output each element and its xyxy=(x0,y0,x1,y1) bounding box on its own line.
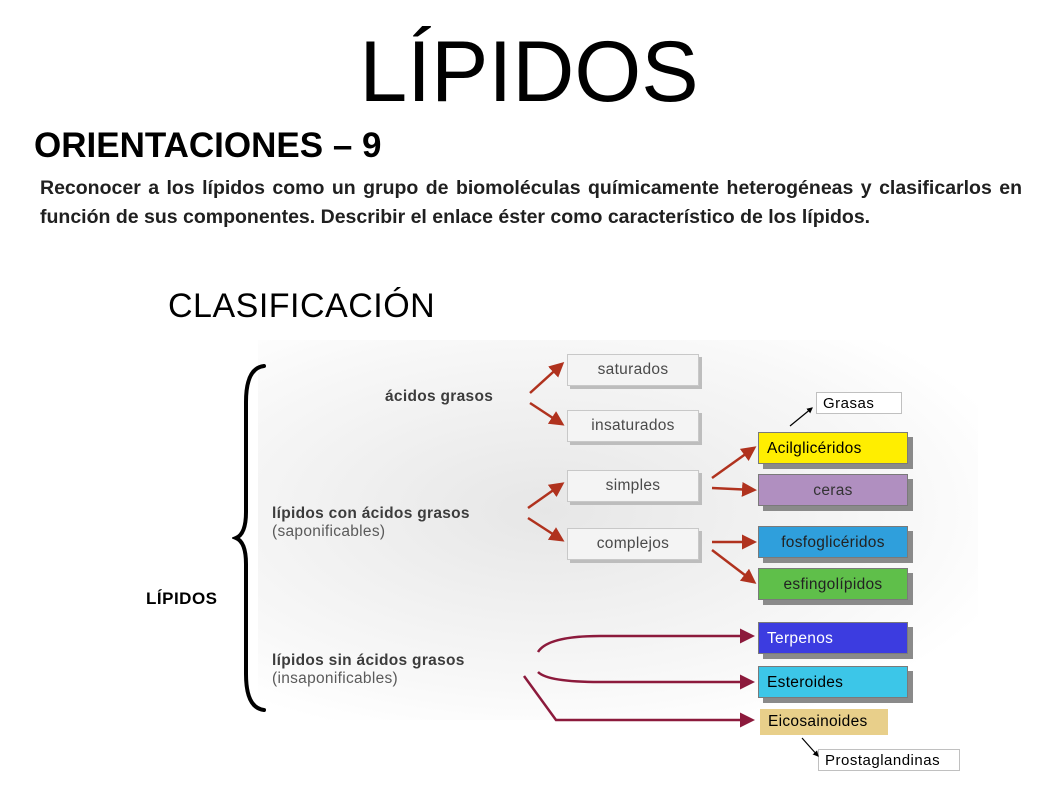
node-terpenos: Terpenos xyxy=(758,622,908,654)
node-fosfogliceridos: fosfoglicéridos xyxy=(758,526,908,558)
node-esfingolipidos: esfingolípidos xyxy=(758,568,908,600)
arrow-sin-eicosainoides xyxy=(522,675,755,728)
section-subtitle: ORIENTACIONES – 9 xyxy=(34,126,382,165)
branch-acidos-grasos: ácidos grasos xyxy=(385,388,493,406)
page-title: LÍPIDOS xyxy=(359,24,699,120)
node-prostaglandinas: Prostaglandinas xyxy=(818,749,960,771)
arrow-acidos-insaturados xyxy=(529,401,565,426)
arrow-simples-acilgliceridos xyxy=(711,446,757,480)
branch-acidos-grasos-label: ácidos grasos xyxy=(385,388,494,405)
branch-sin-acidos-label: lípidos sin ácidos grasos xyxy=(272,652,465,669)
arrow-simples-ceras xyxy=(711,481,757,497)
brace-icon xyxy=(232,364,266,712)
diagram-title: CLASIFICACIÓN xyxy=(168,287,436,325)
root-label: LÍPIDOS xyxy=(146,589,218,608)
branch-sin-acidos-sub: (insaponificables) xyxy=(272,670,399,687)
objective-text: Reconocer a los lípidos como un grupo de… xyxy=(40,177,1022,228)
arrow-acidos-saturados xyxy=(529,361,565,394)
node-esteroides: Esteroides xyxy=(758,666,908,698)
node-insaturados: insaturados xyxy=(567,410,699,442)
node-eicosainoides: Eicosainoides xyxy=(760,709,888,735)
node-saturados: saturados xyxy=(567,354,699,386)
branch-sin-acidos: lípidos sin ácidos grasos (insaponificab… xyxy=(272,652,465,688)
arrow-con-complejos xyxy=(527,516,565,542)
arrow-eicosainoides-prostaglandinas xyxy=(801,737,819,757)
branch-con-acidos-sub: (saponificables) xyxy=(272,523,386,540)
node-acilgliceridos: Acilglicéridos xyxy=(758,432,908,464)
arrow-complejos-esfingolipidos xyxy=(711,549,757,584)
arrow-sin-terpenos xyxy=(536,628,755,653)
node-simples: simples xyxy=(567,470,699,502)
arrow-sin-esteroides xyxy=(537,671,755,690)
branch-con-acidos: lípidos con ácidos grasos (saponificable… xyxy=(272,505,470,541)
node-grasas: Grasas xyxy=(816,392,902,414)
arrow-acilgliceridos-grasas xyxy=(789,407,813,427)
arrow-con-simples xyxy=(527,482,565,510)
node-complejos: complejos xyxy=(567,528,699,560)
node-ceras: ceras xyxy=(758,474,908,506)
branch-con-acidos-label: lípidos con ácidos grasos xyxy=(272,505,470,522)
